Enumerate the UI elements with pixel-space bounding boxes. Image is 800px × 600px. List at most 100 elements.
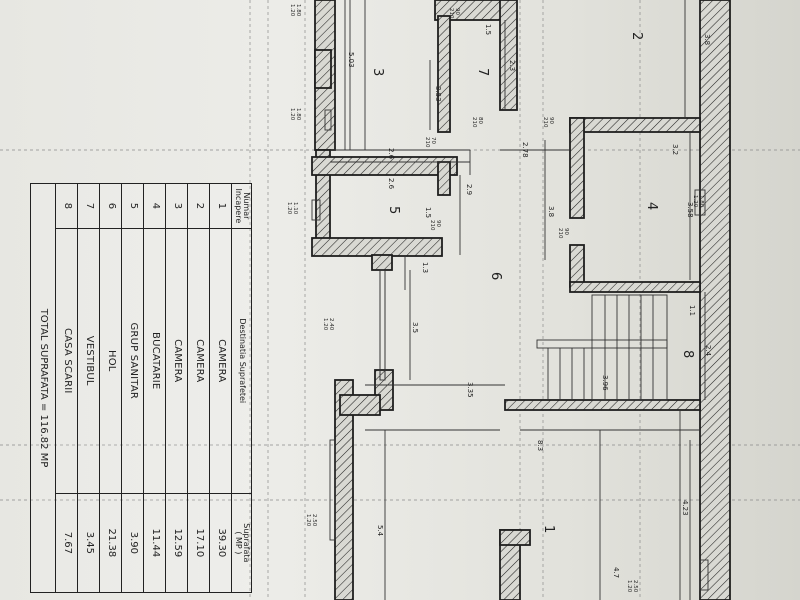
dim-3-5: 3.5 <box>411 322 419 333</box>
dim-3-58: 3.58 <box>686 202 694 218</box>
room-label-7: 7 <box>475 68 490 76</box>
opening-left-wall: 1.801.20 <box>289 108 301 121</box>
room-area: 11.44 <box>143 493 166 593</box>
room-label-8: 8 <box>680 350 695 358</box>
walls <box>311 0 731 600</box>
table-row: 5 GRUP SANITAR 3.90 <box>121 183 144 593</box>
wall-step-3 <box>339 394 381 416</box>
opening-window-right: 1.801.20 <box>692 195 704 208</box>
room-area: 3.45 <box>77 493 100 593</box>
wall-room7-left <box>437 15 451 133</box>
dim-1-5-top: 1.5 <box>484 24 492 35</box>
opening-door2: 80210 <box>471 117 483 128</box>
table-row: 3 CAMERA 12.59 <box>165 183 188 593</box>
wall-bath-top <box>311 156 458 176</box>
room-number: 3 <box>165 183 188 229</box>
dim-2-6-bottom: 2.6 <box>387 178 395 190</box>
wall-bath-bottom <box>311 237 443 257</box>
dim-2-9: 2.9 <box>465 184 473 195</box>
room-area: 39.30 <box>209 493 232 593</box>
stair-rail <box>536 339 668 349</box>
room-name: HOL <box>99 228 122 494</box>
dim-8-3: 8.3 <box>536 440 544 451</box>
table-total-row: TOTAL SUPRAFATA = 116.82 MP <box>30 183 56 593</box>
wall-room4-bottomedge <box>569 281 701 293</box>
wall-step-1 <box>371 254 393 271</box>
room-area: 3.90 <box>121 493 144 593</box>
room-number: 4 <box>143 183 166 229</box>
dim-1-3: 1.3 <box>421 262 429 273</box>
dim-3-96: 3.96 <box>601 375 609 391</box>
opening-door1: 90210 <box>448 8 460 19</box>
wall-room7-right <box>499 0 518 111</box>
wall-stair-bottom <box>504 399 701 411</box>
dim-4-23: 4.23 <box>681 500 689 516</box>
opening-window-bottom2: 2.501.20 <box>626 580 638 593</box>
opening-window-left: 1.101.20 <box>286 202 298 215</box>
room-name: CAMERA <box>187 228 210 494</box>
room-label-2: 2 <box>629 32 644 40</box>
room-number: 1 <box>209 183 232 229</box>
wall-room4-left <box>569 117 585 219</box>
room-label-1: 1 <box>541 525 556 533</box>
dim-3-2: 3.2 <box>671 144 679 155</box>
dim-4-7: 4.7 <box>612 567 620 578</box>
total-area-label: TOTAL SUPRAFATA = 116.82 MP <box>30 183 56 593</box>
dim-3-35: 3.35 <box>466 382 474 398</box>
room-name: CASA SCARII <box>55 228 78 494</box>
opening-door4: 70210 <box>424 137 436 148</box>
table-row: 2 CAMERA 17.10 <box>187 183 210 593</box>
room-name: VESTIBUL <box>77 228 100 494</box>
room-area: 21.38 <box>99 493 122 593</box>
dim-2-4: 2.4 <box>704 345 712 357</box>
wall-room4-bottom <box>569 244 585 288</box>
outer-wall-right <box>699 0 731 600</box>
opening-door5: 90210 <box>429 220 441 231</box>
table-row: 4 BUCATARIE 11.44 <box>143 183 166 593</box>
opening-window-left2: 2.401.20 <box>322 318 334 331</box>
room-number: 5 <box>121 183 144 229</box>
opening-top: 1.801.20 <box>289 4 301 17</box>
room-label-4: 4 <box>644 202 659 210</box>
room-label-5: 5 <box>386 206 401 214</box>
room-number: 8 <box>55 183 78 229</box>
opening-door3: 90210 <box>542 117 554 128</box>
dim-2-6-top: 2.6 <box>387 148 395 160</box>
dim-3-8-top: 3.8 <box>703 34 711 45</box>
table-row: 6 HOL 21.38 <box>99 183 122 593</box>
dim-2-3: 2.3 <box>508 60 516 71</box>
interior-lines <box>311 0 709 600</box>
header-destination: Destinatia Suprafetei <box>231 228 252 494</box>
dim-3-53: 3.53 <box>434 86 442 102</box>
room-area: 17.10 <box>187 493 210 593</box>
dim-1-1: 1.1 <box>688 305 696 316</box>
room-number: 2 <box>187 183 210 229</box>
dim-3-8-mid: 3.8 <box>547 206 555 217</box>
room-name: CAMERA <box>209 228 232 494</box>
room-label-6: 6 <box>488 272 503 280</box>
dim-2-78: 2.78 <box>521 142 529 158</box>
wall-left-top-pier <box>314 49 332 89</box>
room-labels: 1 2 3 4 5 6 7 8 <box>370 32 695 533</box>
dimension-labels: 3.8 3.2 3.58 3.8 1.5 2.3 3.53 2.78 5.03 … <box>347 24 712 578</box>
table-row: 8 CASA SCARII 7.67 <box>55 183 78 593</box>
opening-window-bottom: 2.501.20 <box>305 514 317 527</box>
wall-room4-top <box>569 117 701 133</box>
room-number: 7 <box>77 183 100 229</box>
opening-labels: 1.801.20 1.801.20 90210 80210 90210 7021… <box>286 4 704 593</box>
room-number: 6 <box>99 183 122 229</box>
wall-room1-notch-top <box>499 529 531 546</box>
room-area: 12.59 <box>165 493 188 593</box>
room-name: CAMERA <box>165 228 188 494</box>
table-row: 7 VESTIBUL 3.45 <box>77 183 100 593</box>
dim-5-03: 5.03 <box>347 52 355 68</box>
dim-1-5-bath: 1.5 <box>424 207 432 218</box>
